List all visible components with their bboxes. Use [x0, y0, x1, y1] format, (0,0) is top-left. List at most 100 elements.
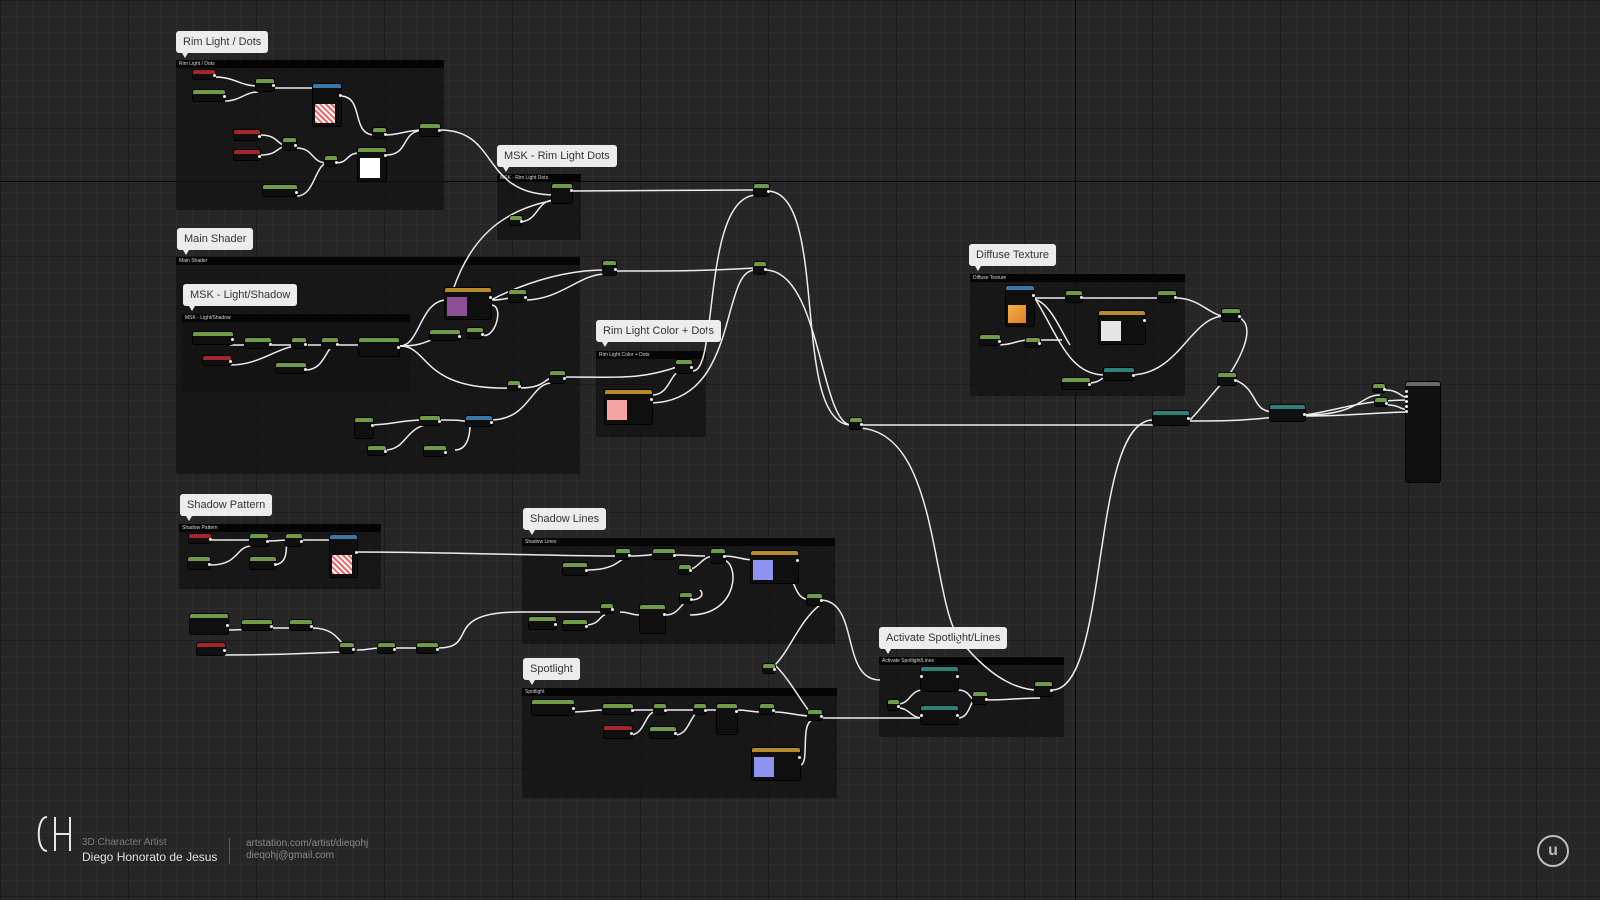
material-node[interactable]	[920, 667, 959, 691]
artstation-link[interactable]: artstation.com/artist/dieqohj	[246, 838, 369, 849]
material-node[interactable]	[550, 371, 566, 383]
material-node[interactable]	[1062, 378, 1091, 389]
material-node[interactable]	[653, 549, 676, 559]
material-node[interactable]	[430, 330, 461, 340]
comment-bubble-msk-light-shadow[interactable]: MSK - Light/Shadow	[183, 284, 298, 311]
texture-sample-node[interactable]	[313, 84, 342, 126]
material-node[interactable]	[250, 534, 269, 546]
material-node[interactable]	[1373, 384, 1386, 392]
material-node[interactable]	[694, 704, 707, 714]
material-node[interactable]	[203, 356, 232, 365]
color-node[interactable]	[751, 551, 799, 583]
material-node[interactable]	[563, 620, 588, 630]
material-node[interactable]	[604, 726, 633, 738]
material-node[interactable]	[424, 446, 447, 456]
material-node[interactable]	[532, 700, 575, 715]
comment-bubble-diffuse-texture[interactable]: Diffuse Texture	[969, 244, 1056, 271]
texture-sample-node[interactable]	[1006, 286, 1035, 326]
material-node[interactable]	[276, 363, 307, 373]
material-node[interactable]	[256, 79, 275, 91]
material-node[interactable]	[197, 643, 226, 655]
material-node[interactable]	[340, 643, 355, 653]
material-node[interactable]	[359, 338, 400, 356]
material-node[interactable]	[420, 416, 441, 425]
material-node[interactable]	[1218, 373, 1237, 385]
material-node[interactable]	[754, 184, 770, 196]
material-node[interactable]	[888, 700, 900, 710]
material-node[interactable]	[603, 261, 617, 275]
material-node[interactable]	[234, 150, 261, 160]
material-node[interactable]	[325, 156, 338, 166]
material-node[interactable]	[640, 605, 666, 633]
material-node[interactable]	[973, 692, 988, 704]
material-node[interactable]	[510, 216, 523, 225]
material-node[interactable]	[1026, 338, 1041, 347]
material-node[interactable]	[420, 124, 441, 136]
material-node[interactable]	[711, 549, 726, 563]
material-output-node[interactable]	[1405, 382, 1440, 482]
material-node[interactable]	[188, 557, 211, 569]
material-node[interactable]	[286, 534, 303, 546]
comment-frame-rim-light-dots[interactable]: Rim Light / Dots	[176, 60, 444, 210]
comment-frame-msk-light-shadow[interactable]: MSK - Light/Shadow	[182, 314, 410, 392]
material-node[interactable]	[529, 617, 557, 629]
material-node[interactable]	[292, 338, 307, 348]
comment-bubble-msk-rim-light-dots[interactable]: MSK - Rim Light Dots	[497, 145, 617, 172]
comment-bubble-spotlight[interactable]: Spotlight	[523, 658, 580, 685]
color-node[interactable]	[445, 288, 492, 319]
material-node[interactable]	[1104, 368, 1135, 380]
material-node[interactable]	[1158, 291, 1177, 302]
material-node[interactable]	[417, 643, 439, 653]
material-node[interactable]	[1222, 309, 1241, 321]
material-node[interactable]	[850, 418, 863, 429]
material-node[interactable]	[193, 70, 216, 79]
color-node[interactable]	[1099, 311, 1146, 344]
material-node[interactable]	[190, 614, 229, 634]
material-node[interactable]	[1153, 411, 1190, 425]
material-node[interactable]	[807, 594, 823, 605]
material-node[interactable]	[552, 184, 573, 203]
comment-bubble-activate-spotlight-lines[interactable]: Activate Spotlight/Lines	[879, 627, 1008, 654]
material-node[interactable]	[263, 185, 298, 196]
comment-bubble-shadow-lines[interactable]: Shadow Lines	[523, 508, 607, 535]
comment-bubble-rim-light-dots[interactable]: Rim Light / Dots	[176, 31, 269, 58]
material-node[interactable]	[189, 534, 212, 543]
material-node[interactable]	[322, 338, 339, 348]
material-node[interactable]	[1375, 398, 1388, 406]
material-node[interactable]	[760, 704, 775, 714]
material-node[interactable]	[650, 727, 677, 738]
material-node[interactable]	[676, 360, 693, 373]
material-node[interactable]	[509, 290, 527, 302]
material-node[interactable]	[763, 664, 776, 673]
material-node[interactable]	[193, 90, 226, 101]
material-node[interactable]	[378, 643, 396, 653]
material-node[interactable]	[717, 704, 738, 734]
material-node[interactable]	[355, 418, 374, 438]
texture-sample-node[interactable]	[330, 535, 358, 577]
color-node[interactable]	[358, 148, 387, 181]
material-node[interactable]	[373, 128, 387, 138]
material-node[interactable]	[250, 557, 277, 569]
material-node[interactable]	[680, 593, 693, 603]
material-node[interactable]	[242, 620, 273, 630]
comment-bubble-shadow-pattern[interactable]: Shadow Pattern	[180, 494, 273, 521]
material-node[interactable]	[245, 338, 272, 348]
material-node[interactable]	[1270, 405, 1306, 421]
material-node[interactable]	[508, 381, 521, 390]
color-node[interactable]	[605, 390, 653, 424]
material-node[interactable]	[368, 446, 387, 455]
comment-bubble-rim-light-color-dots[interactable]: Rim Light Color + Dots	[596, 320, 721, 347]
texture-sample-node[interactable]	[466, 416, 493, 426]
material-node[interactable]	[754, 262, 767, 274]
email-link[interactable]: dieqohj@gmail.com	[246, 850, 334, 861]
material-node[interactable]	[808, 710, 823, 720]
material-node[interactable]	[654, 704, 667, 714]
material-node[interactable]	[601, 604, 614, 613]
material-node[interactable]	[616, 549, 631, 559]
material-node[interactable]	[1035, 682, 1053, 696]
color-node[interactable]	[752, 748, 801, 780]
material-node[interactable]	[234, 130, 261, 140]
material-node[interactable]	[563, 563, 588, 575]
material-node[interactable]	[603, 704, 634, 714]
material-node[interactable]	[283, 138, 297, 150]
